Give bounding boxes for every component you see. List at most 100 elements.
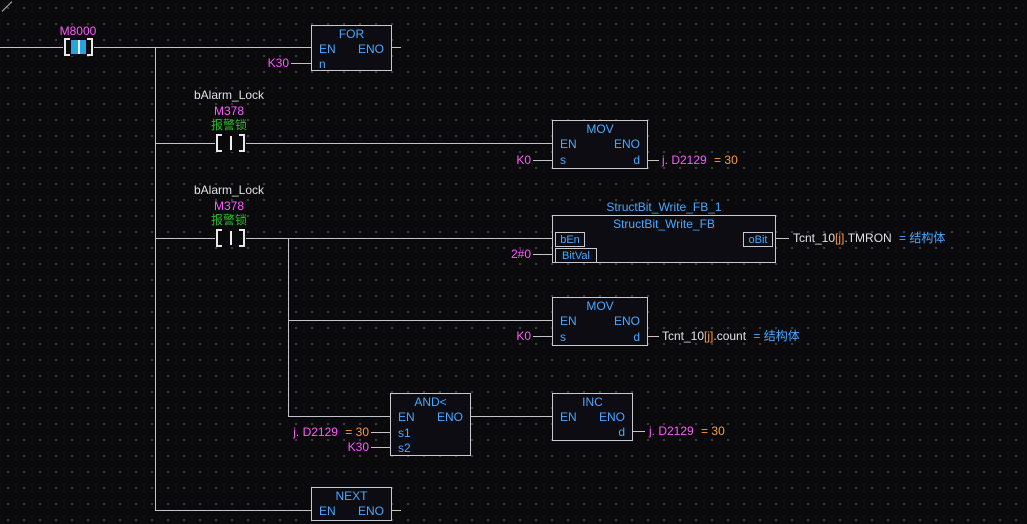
wire-branch-bus	[288, 238, 289, 416]
alarm2-comment-label: 报警锁	[169, 213, 289, 227]
and-s1-operand[interactable]: j. D2129 = 30	[255, 425, 369, 439]
pin-s: s	[560, 330, 566, 344]
wire-inc-d-stub	[632, 431, 645, 432]
next-block-title: NEXT	[312, 489, 391, 503]
pin-en: EN	[560, 137, 577, 151]
and-s2-operand[interactable]: K30	[321, 440, 369, 454]
wire-and-s2-stub	[371, 447, 390, 448]
alarm1-device-label[interactable]: M378	[169, 104, 289, 118]
and-lt-block-title: AND<	[391, 395, 470, 409]
pin-d: d	[633, 330, 640, 344]
monitor-value: = 30	[714, 153, 738, 167]
structbit-bitval-operand[interactable]: 2#0	[483, 247, 531, 261]
mov1-block[interactable]: MOV EN ENO s d	[552, 120, 648, 169]
wire-left-bus	[155, 47, 156, 511]
operand-name: j. D2129	[649, 424, 694, 438]
wire-obit-stub	[775, 238, 789, 239]
contact-bracket-right-icon	[239, 134, 245, 152]
pin-ben: bEn	[555, 232, 585, 247]
contact-bracket-left-icon	[216, 134, 222, 152]
wire-rung3-right	[244, 238, 552, 239]
wire-rung6	[155, 510, 311, 511]
operand-text: K30	[348, 440, 369, 454]
inc-d-operand[interactable]: j. D2129 = 30	[649, 424, 725, 438]
for-n-operand[interactable]: K30	[241, 56, 289, 70]
wire-mov2-s-stub	[533, 336, 552, 337]
pin-s2: s2	[398, 441, 411, 455]
m8000-device-label[interactable]: M8000	[48, 24, 108, 38]
wire-and-s1-stub	[371, 432, 390, 433]
wire-rung2-left	[155, 143, 216, 144]
structbit-instance-label[interactable]: StructBit_Write_FB_1	[552, 200, 776, 214]
wire-mov1-s-stub	[533, 160, 552, 161]
mov2-block-title: MOV	[553, 299, 647, 313]
pin-en: EN	[560, 314, 577, 328]
wire-rail-to-m8000	[0, 47, 64, 48]
monitor-value: = 结构体	[899, 231, 945, 245]
and-lt-block[interactable]: AND< EN ENO s1 s2	[390, 393, 471, 456]
wire-and-to-inc	[470, 416, 552, 417]
contact-bar-icon	[78, 40, 80, 54]
mov1-s-operand[interactable]: K0	[483, 153, 531, 167]
contact-bracket-left-icon	[64, 38, 70, 56]
alarm1-name-label[interactable]: bAlarm_Lock	[169, 88, 289, 102]
wire-mov1-d-stub	[647, 160, 659, 161]
wire-rung4	[288, 320, 552, 321]
pin-s: s	[560, 153, 566, 167]
wire-for-n-stub	[291, 63, 311, 64]
pin-d: d	[633, 153, 640, 167]
pin-s1: s1	[398, 426, 411, 440]
pin-eno: ENO	[614, 314, 640, 328]
mov2-s-operand[interactable]: K0	[483, 329, 531, 343]
pin-eno: ENO	[358, 42, 384, 56]
operand-text: 2#0	[511, 247, 531, 261]
contact-bracket-right-icon	[239, 229, 245, 247]
monitor-value: = 30	[345, 425, 369, 439]
mov2-d-operand[interactable]: Tcnt_10[j].count = 结构体	[662, 329, 800, 343]
pin-en: EN	[319, 42, 336, 56]
wire-for-eno-stub	[391, 47, 401, 48]
pin-eno: ENO	[599, 410, 625, 424]
mov2-block[interactable]: MOV EN ENO s d	[552, 297, 648, 346]
next-block[interactable]: NEXT EN ENO	[311, 487, 392, 521]
wire-rung5	[288, 416, 390, 417]
pin-n: n	[319, 57, 326, 71]
pin-en: EN	[398, 410, 415, 424]
structbit-block-title: StructBit_Write_FB	[553, 217, 775, 231]
operand-name: j. D2129	[662, 153, 707, 167]
mov1-d-operand[interactable]: j. D2129 = 30	[662, 153, 738, 167]
operand-name: Tcnt_10	[793, 231, 835, 245]
contact-alarm1[interactable]	[215, 134, 246, 152]
operand-text: K0	[516, 329, 531, 343]
wire-bitval-stub	[533, 254, 552, 255]
wire-rung3-left	[155, 238, 216, 239]
contact-alarm2[interactable]	[215, 229, 246, 247]
wire-rung2-right	[244, 143, 552, 144]
for-block[interactable]: FOR EN ENO n	[311, 25, 392, 71]
structbit-obit-operand[interactable]: Tcnt_10[j].TMRON = 结构体	[793, 231, 945, 245]
operand-index: [j]	[835, 231, 844, 245]
monitor-value: = 结构体	[753, 329, 799, 343]
inc-block[interactable]: INC EN ENO d	[552, 393, 633, 441]
structbit-block[interactable]: StructBit_Write_FB bEn BitVal oBit	[552, 215, 776, 263]
pin-eno: ENO	[358, 504, 384, 518]
pin-en: EN	[319, 504, 336, 518]
wire-next-eno-stub	[391, 510, 401, 511]
wire-m8000-to-for	[92, 47, 311, 48]
alarm2-device-label[interactable]: M378	[169, 199, 289, 213]
alarm2-name-label[interactable]: bAlarm_Lock	[169, 183, 289, 197]
operand-text: K30	[268, 56, 289, 70]
operand-name: j. D2129	[293, 425, 338, 439]
for-block-title: FOR	[312, 27, 391, 41]
pin-eno: ENO	[614, 137, 640, 151]
inc-block-title: INC	[553, 395, 632, 409]
contact-m8000[interactable]	[63, 38, 94, 56]
contact-bar-icon	[230, 231, 232, 245]
pin-d: d	[618, 425, 625, 439]
operand-member: .TMRON	[844, 231, 891, 245]
operand-text: K0	[516, 153, 531, 167]
contact-bracket-right-icon	[87, 38, 93, 56]
pin-obit: oBit	[743, 232, 773, 247]
pin-en: EN	[560, 410, 577, 424]
